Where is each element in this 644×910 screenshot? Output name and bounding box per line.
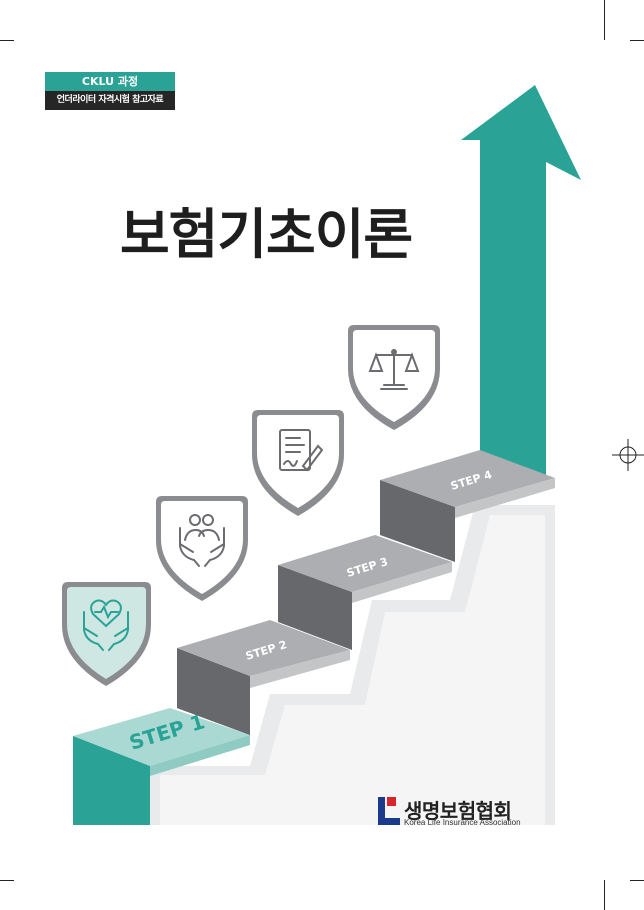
step-1-front — [73, 736, 150, 825]
step-2-front — [177, 648, 250, 735]
registration-mark — [612, 439, 644, 471]
step-2-top — [177, 620, 350, 676]
book-title: 보험기초이론 — [120, 203, 413, 266]
step-1-top — [73, 708, 250, 766]
step-4-side — [455, 478, 555, 518]
step-4-front — [380, 480, 455, 562]
step-2-side — [250, 650, 350, 688]
people-hands-icon — [156, 496, 248, 601]
crop-mark-bottom-right-h — [630, 880, 644, 881]
contract-icon — [252, 410, 344, 516]
stair-wall-light — [160, 515, 545, 825]
crop-mark-top-right-v — [604, 0, 605, 40]
step-4-top — [380, 450, 555, 507]
publisher-name-ko: 생명보험협회 — [404, 799, 512, 823]
publisher-name-en: Korea Life Insurance Association — [404, 818, 521, 827]
subtitle-tag: 언더라이터 자격시험 참고자료 — [45, 91, 175, 110]
step-3-top — [278, 535, 452, 592]
course-tag: CKLU 과정 — [45, 72, 175, 91]
step-1-side — [150, 735, 250, 776]
crop-mark-top-right-h — [630, 40, 644, 41]
step-3-front — [278, 565, 352, 650]
step-3-side — [352, 562, 452, 603]
crop-mark-top-left — [0, 40, 14, 41]
scales-icon — [348, 325, 440, 430]
crop-mark-bottom-right-v — [604, 880, 605, 910]
growth-arrow — [461, 85, 581, 478]
crop-mark-bottom-left — [0, 880, 14, 881]
heart-hands-icon — [62, 582, 151, 686]
klia-logo-icon — [378, 797, 400, 825]
